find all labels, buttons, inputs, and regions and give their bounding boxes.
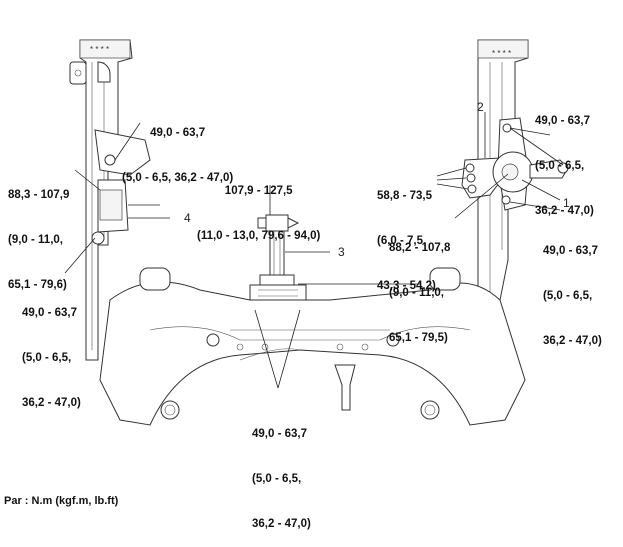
callout-2: 2: [477, 100, 484, 114]
torque-label-right-upper: 49,0 - 63,7 (5,0 - 6,5, 36,2 - 47,0): [535, 84, 594, 234]
torque-value-alt: (5,0 - 6,5,: [543, 290, 593, 302]
torque-value: 49,0 - 63,7: [252, 428, 307, 440]
callout-1: 1: [563, 196, 570, 210]
torque-value-alt: (9,0 - 11,0,: [389, 287, 444, 299]
torque-value-alt: 36,2 - 47,0): [22, 397, 81, 409]
torque-label-right-lower: 49,0 - 63,7 (5,0 - 6,5, 36,2 - 47,0): [543, 214, 602, 364]
torque-label-left-upper: 49,0 - 63,7 (5,0 - 6,5, 36,2 - 47,0): [122, 96, 233, 201]
torque-value-alt: 36,2 - 47,0): [543, 335, 602, 347]
left-mount-bracket: [91, 129, 160, 245]
torque-label-center-top: 107,9 - 127,5 (11,0 - 13,0, 79,6 - 94,0): [197, 154, 320, 259]
torque-value-alt: (5,0 - 6,5, 36,2 - 47,0): [122, 172, 234, 184]
torque-label-center-bottom: 49,0 - 63,7 (5,0 - 6,5, 36,2 - 47,0): [252, 397, 311, 547]
torque-value-alt: (5,0 - 6,5,: [535, 160, 585, 172]
torque-value: 49,0 - 63,7: [150, 127, 206, 139]
torque-value-alt: 65,1 - 79,6): [8, 279, 67, 291]
torque-value: 88,2 - 107,8: [389, 242, 451, 254]
svg-text:* * * *: * * * *: [492, 49, 511, 58]
unit-legend: Par : N.m (kgf.m, lb.ft): [4, 495, 119, 507]
subframe-diagram: * * * * * * * *: [64, 39, 569, 426]
torque-label-right-mount-center: 88,2 - 107,8 (9,0 - 11,0, 65,1 - 79,5): [389, 211, 450, 361]
right-engine-mount: [461, 117, 569, 211]
torque-value: 58,8 - 73,5: [377, 190, 432, 202]
torque-label-right-mount-bracket: 58,8 - 73,5 (6,0 - 7,5, 43,3 - 54,2): [377, 159, 436, 309]
torque-value-alt: 65,1 - 79,5): [389, 332, 448, 344]
torque-label-left-mid: 88,3 - 107,9 (9,0 - 11,0, 65,1 - 79,6): [8, 158, 69, 308]
torque-value-alt: 36,2 - 47,0): [252, 518, 311, 530]
torque-value: 107,9 - 127,5: [224, 185, 293, 197]
torque-value-alt: (11,0 - 13,0, 79,6 - 94,0): [197, 230, 321, 242]
svg-text:* * * *: * * * *: [90, 45, 109, 54]
torque-value-alt: 43,3 - 54,2): [377, 280, 436, 292]
torque-value-alt: 36,2 - 47,0): [535, 205, 594, 217]
center-roll-rod: [249, 214, 307, 304]
callout-3: 3: [338, 245, 345, 259]
torque-value: 49,0 - 63,7: [543, 245, 598, 257]
callout-4: 4: [184, 211, 191, 225]
leader-lines: [64, 112, 564, 389]
torque-value-alt: (9,0 - 11,0,: [8, 234, 63, 246]
torque-value-alt: (5,0 - 6,5,: [252, 473, 302, 485]
subframe-crossmember: [99, 267, 526, 426]
torque-value-alt: (6,0 - 7,5,: [377, 235, 427, 247]
torque-value-alt: (5,0 - 6,5,: [22, 352, 72, 364]
torque-value: 49,0 - 63,7: [22, 307, 77, 319]
torque-value: 49,0 - 63,7: [535, 115, 590, 127]
torque-label-left-lower: 49,0 - 63,7 (5,0 - 6,5, 36,2 - 47,0): [22, 276, 81, 426]
torque-value: 88,3 - 107,9: [8, 189, 70, 201]
